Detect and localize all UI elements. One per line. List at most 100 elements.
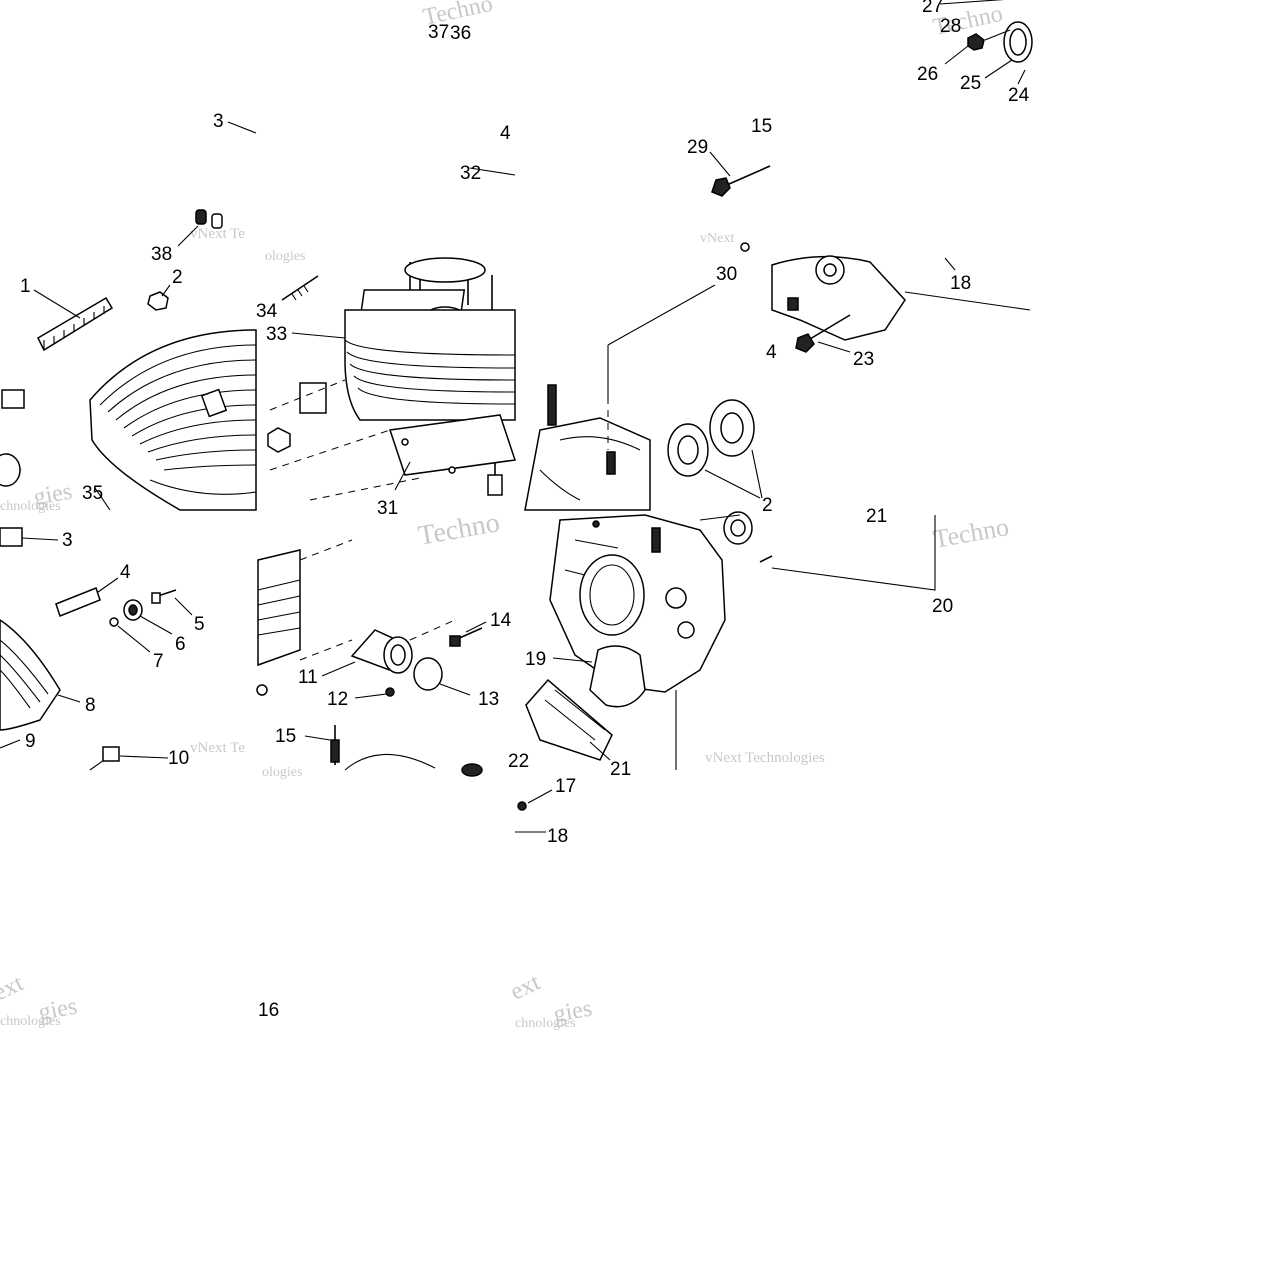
callout-23: 23 — [853, 349, 874, 370]
watermark-vnext-3: vNext Te — [190, 740, 245, 756]
callout-1: 1 — [20, 276, 31, 297]
part-6-washer — [123, 599, 173, 635]
part-19-gasket — [552, 645, 646, 708]
callout-33: 33 — [266, 324, 287, 345]
callout-15-top: 15 — [751, 116, 772, 137]
part-2-nut — [147, 284, 171, 311]
callout-4: 4 — [120, 562, 131, 583]
tile-right-lower — [759, 515, 936, 591]
dash-lines-cyl — [269, 379, 421, 501]
callout-12: 12 — [327, 689, 348, 710]
watermark-gies-2: gies — [37, 994, 80, 1026]
leader-27 — [939, 0, 1005, 5]
tile-intake — [256, 539, 487, 777]
watermark-chnologies-1: chnologies — [0, 499, 61, 514]
leaders-24-26 — [944, 45, 1026, 85]
part-4-strip — [55, 577, 119, 617]
cylinder-body — [344, 309, 516, 421]
callout-5: 5 — [194, 614, 205, 635]
leader-3a — [227, 121, 257, 134]
leader-18b-short — [944, 257, 956, 271]
watermark-ologies-1: ologies — [265, 249, 305, 264]
tile-right-side — [771, 255, 1031, 353]
tile-cylinder-head — [0, 284, 257, 511]
callout-16: 16 — [258, 1000, 279, 1021]
callout-25: 25 — [960, 73, 981, 94]
callout-24: 24 — [1008, 85, 1030, 106]
part-small-block — [1, 389, 25, 409]
leader-28 — [984, 29, 1011, 41]
part-26-nut — [967, 33, 985, 51]
tile-bottom — [515, 789, 553, 833]
callout-21-right: 21 — [866, 506, 887, 527]
callout-3: 3 — [62, 530, 73, 551]
callout-8: 8 — [85, 695, 96, 716]
part-11-flange — [321, 629, 413, 677]
tile-top-right — [939, 0, 1033, 85]
part-3-block — [0, 527, 23, 547]
callout-13: 13 — [478, 689, 499, 710]
watermark-ext-2: ext — [0, 970, 28, 1006]
tile-cylinder — [267, 167, 516, 501]
callout-11: 11 — [298, 667, 318, 688]
callout-labels: 37 36 3 4 32 29 15 27 28 26 25 24 38 1 2… — [20, 0, 1030, 1021]
callout-35: 35 — [82, 483, 103, 504]
bracket-20 — [771, 515, 936, 591]
callout-15: 15 — [275, 726, 296, 747]
part-22-cap — [461, 763, 483, 777]
part-small-washer — [740, 242, 750, 252]
leader-35 — [94, 487, 111, 511]
watermark-ext-3: ext — [507, 969, 545, 1005]
callout-19: 19 — [525, 649, 546, 670]
part-15-stud — [304, 725, 340, 765]
crankcase-half — [524, 384, 651, 511]
part-spark-plug — [0, 453, 21, 487]
callout-7: 7 — [153, 651, 164, 672]
part-nut-head — [267, 427, 291, 453]
part-29-bolt — [709, 151, 771, 197]
part-small-screw — [787, 297, 799, 311]
part-33-block — [299, 382, 327, 414]
part-7-pin — [109, 617, 151, 653]
callout-31: 31 — [377, 498, 398, 519]
callout-14: 14 — [490, 610, 512, 631]
callout-4-top: 4 — [500, 123, 511, 144]
callout-28: 28 — [940, 16, 961, 37]
callout-6: 6 — [175, 634, 186, 655]
leader-33 — [291, 332, 346, 339]
watermark-ologies-2: ologies — [262, 765, 302, 780]
callout-2: 2 — [172, 267, 183, 288]
part-34-stud — [281, 275, 319, 301]
stator-arc — [344, 753, 436, 771]
callout-4-right: 4 — [766, 342, 777, 363]
tile-crankcase-lower — [525, 511, 753, 770]
tile-lower-left — [0, 527, 193, 771]
dash-lines-intake — [299, 539, 456, 661]
tile-crankcase-top — [524, 151, 771, 511]
part-10-block — [89, 746, 169, 771]
callout-3-top: 3 — [213, 111, 224, 132]
callout-32: 32 — [460, 163, 481, 184]
cylinder-lower — [257, 549, 301, 667]
watermark-chnologies-3: chnologies — [515, 1016, 576, 1031]
callout-27: 27 — [922, 0, 943, 17]
callout-38: 38 — [151, 244, 172, 265]
leader-18b — [904, 291, 1031, 311]
watermarks: Techno Techno vNext Te ologies vNext ext… — [0, 0, 1011, 1031]
part-5-bolt — [151, 589, 193, 616]
part-31-gasket — [389, 414, 516, 491]
leader-3b — [21, 537, 59, 541]
watermark-vnext-1: vNext Te — [190, 226, 245, 242]
part-8-head — [0, 619, 81, 731]
part-bearings — [667, 399, 763, 499]
leader-32 — [469, 167, 516, 176]
watermark-gies-1: gies — [32, 479, 75, 511]
callout-18: 18 — [547, 826, 568, 847]
leader-30 — [607, 284, 716, 400]
watermark-vnext-2: vNext — [700, 231, 734, 246]
cylinder-head-body — [89, 329, 257, 511]
watermark-techno-mid: Techno — [416, 507, 502, 552]
part-pin — [487, 462, 503, 496]
callout-22: 22 — [508, 751, 529, 772]
